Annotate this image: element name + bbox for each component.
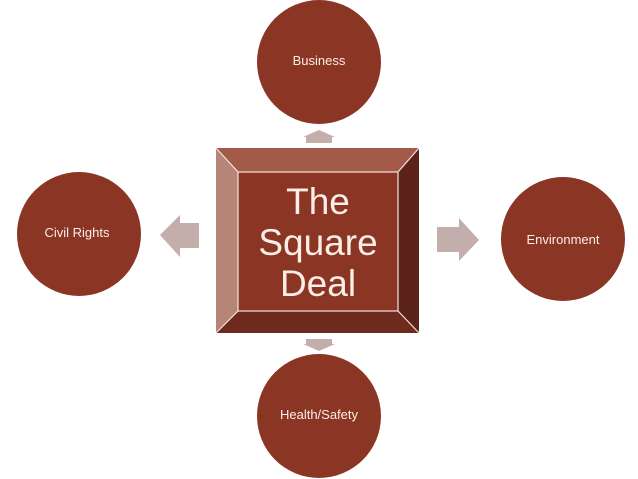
arrow-left-icon: [160, 215, 199, 257]
bevel-top: [216, 148, 419, 172]
node-environment: Environment: [501, 177, 625, 301]
bevel-right: [398, 148, 419, 333]
bevel-bottom: [216, 311, 419, 333]
bevel-left: [216, 148, 238, 333]
node-business-label: Business: [292, 52, 346, 68]
center-title-line-3: Deal: [279, 262, 357, 304]
arrow-down-icon: [303, 339, 335, 351]
center-title-line-1: The: [286, 180, 350, 222]
node-environment-label: Environment: [526, 231, 600, 247]
node-health-safety: Health/Safety: [257, 354, 381, 478]
node-health-safety-label: Health/Safety: [279, 406, 359, 422]
center-face: [238, 172, 398, 311]
arrow-right-icon: [437, 218, 479, 261]
center-title: The Square Deal: [238, 172, 398, 312]
arrow-up-icon: [303, 130, 335, 143]
node-civil-rights: Civil Rights: [17, 172, 141, 296]
node-business: Business: [257, 0, 381, 124]
node-civil-rights-label: Civil Rights: [44, 224, 110, 240]
center-title-line-2: Square: [258, 221, 378, 263]
